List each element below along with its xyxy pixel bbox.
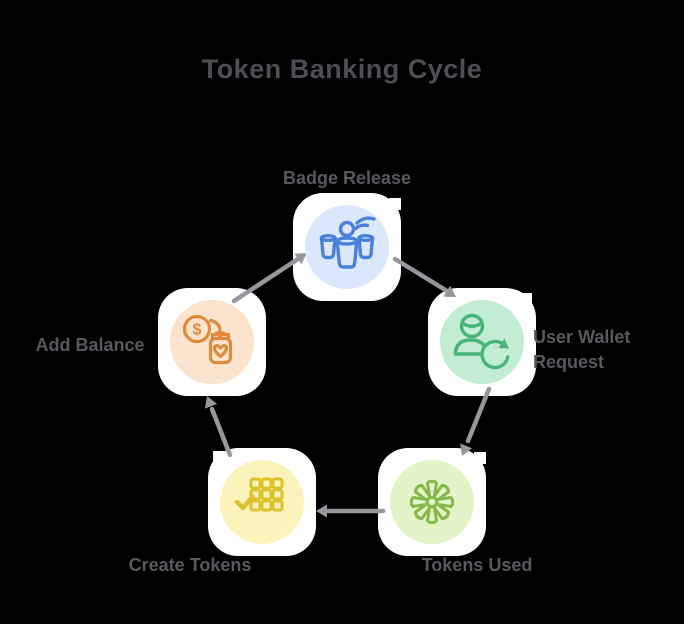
arrowhead-icon — [294, 253, 307, 265]
connector-left-to-top — [231, 256, 301, 304]
label-create-tokens: Create Tokens — [128, 555, 252, 575]
label-badge-release: Badge Release — [282, 168, 412, 188]
arrowhead-icon — [443, 285, 456, 297]
connector-bottomleft-to-left — [209, 406, 233, 458]
arrowhead-icon — [205, 396, 218, 409]
dollar-glyph: $ — [193, 322, 202, 339]
node-badge-release — [302, 202, 392, 292]
node-user-wallet-request — [437, 297, 527, 387]
arrowhead-icon — [460, 443, 473, 456]
connector-top-to-right — [392, 256, 450, 294]
halo-artifact — [213, 451, 224, 462]
arrowhead-icon — [316, 504, 327, 518]
node-circle — [305, 205, 389, 289]
halo-artifact — [474, 452, 486, 464]
label-line: Request — [533, 352, 605, 372]
label-line: User Wallet — [533, 327, 631, 347]
halo-artifact — [389, 198, 401, 210]
node-create-tokens — [217, 457, 307, 547]
node-add-balance: $ — [167, 297, 257, 387]
connector-right-to-bottomright — [465, 386, 492, 444]
refresh-arrowhead-icon — [498, 338, 509, 349]
diagram-title: Token Banking Cycle — [201, 54, 483, 84]
label-add-balance: Add Balance — [35, 335, 145, 355]
token-grid-check-icon — [234, 477, 284, 512]
node-circle — [390, 460, 474, 544]
label-user-wallet-request: User Wallet Request — [533, 325, 663, 375]
node-tokens-used — [387, 457, 477, 547]
down-arrowhead-icon — [214, 331, 226, 340]
label-tokens-used: Tokens Used — [421, 555, 533, 575]
halo-artifact — [521, 293, 532, 304]
user-refresh-icon — [453, 313, 510, 370]
group-broadcast-icon — [319, 216, 376, 269]
